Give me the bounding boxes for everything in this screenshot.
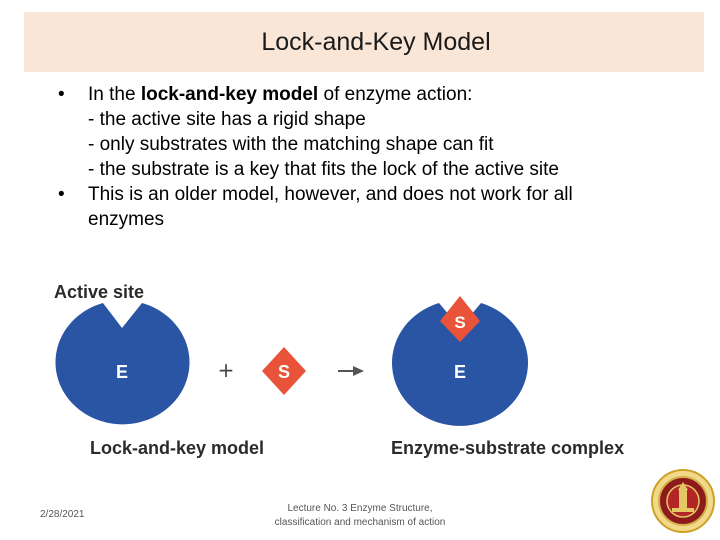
sub-point-1: - the active site has a rigid shape <box>88 109 366 130</box>
lock-and-key-diagram: Active site E + S S E Lock-and-key model… <box>40 270 700 470</box>
substrate-label: S <box>278 362 290 382</box>
sub-point-3: - the substrate is a key that fits the l… <box>88 159 560 180</box>
bullet-1-bold: lock-and-key model <box>140 84 319 105</box>
plus-sign: + <box>218 358 235 382</box>
bullet-2: • This is an older model, however, and d… <box>58 182 698 207</box>
enzyme-label: E <box>116 362 128 382</box>
bullet-1-suffix: of enzyme action: <box>318 84 473 105</box>
footer-note: Lecture No. 3 Enzyme Structure, classifi… <box>250 502 470 530</box>
title-band: Lock-and-Key Model <box>24 12 704 72</box>
slide-body: • In the lock-and-key model of enzyme ac… <box>58 82 698 232</box>
bullet-1-prefix: In the <box>88 84 141 105</box>
footer-date: 2/28/2021 <box>40 509 85 520</box>
left-caption: Lock-and-key model <box>90 438 264 458</box>
active-site-label: Active site <box>54 282 144 302</box>
bullet-dot: • <box>58 184 65 205</box>
footer-note-line-1: Lecture No. 3 Enzyme Structure, <box>287 503 433 514</box>
sub-point-2: - only substrates with the matching shap… <box>88 134 494 155</box>
complex-enzyme-label: E <box>454 362 466 382</box>
university-seal-icon <box>651 469 715 533</box>
right-caption: Enzyme-substrate complex <box>391 438 624 458</box>
bullet-1: • In the lock-and-key model of enzyme ac… <box>58 82 698 107</box>
bullet-dot: • <box>58 84 65 105</box>
complex-substrate-label: S <box>454 313 465 332</box>
footer-note-line-2: classification and mechanism of action <box>274 517 446 528</box>
bullet-2-line-2: enzymes <box>88 209 165 230</box>
complex-enzyme-shape <box>392 303 528 426</box>
bullet-2-line-1: This is an older model, however, and doe… <box>88 184 573 205</box>
diagram-svg: Active site E + S S E Lock-and-key model… <box>54 282 624 458</box>
enzyme-shape <box>55 303 190 425</box>
slide-title: Lock-and-Key Model <box>261 27 491 56</box>
reaction-arrowhead-icon <box>353 366 364 376</box>
complex-substrate-shape <box>440 296 480 342</box>
substrate-shape <box>262 347 306 395</box>
